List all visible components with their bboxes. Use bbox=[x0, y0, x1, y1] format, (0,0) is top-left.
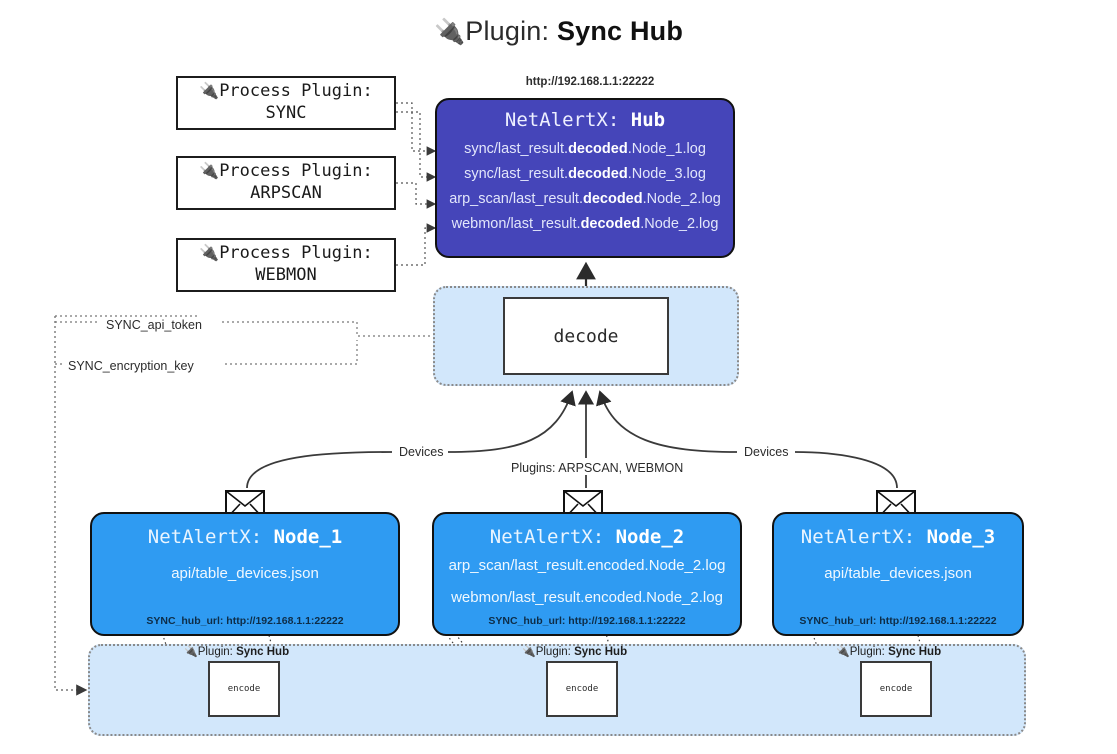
node-3-title: NetAlertX: Node_3 bbox=[800, 526, 996, 548]
plug-icon: 🔌 bbox=[184, 646, 198, 658]
node-3-hub-url: SYNC_hub_url: http://192.168.1.1:22222 bbox=[799, 615, 997, 627]
node-2-payload: arp_scan/last_result.encoded.Node_2.log bbox=[448, 557, 726, 574]
hub-log-line: sync/last_result.decoded.Node_3.log bbox=[464, 166, 706, 182]
plug-icon: 🔌 bbox=[199, 161, 220, 181]
process-plugin-sync-box[interactable]: 🔌Process Plugin: SYNC bbox=[176, 76, 396, 130]
edge-node1-to-decode-a bbox=[246, 451, 393, 489]
encode-box-1[interactable]: encode bbox=[208, 661, 280, 717]
node-3-payload: api/table_devices.json bbox=[824, 565, 972, 582]
node-2-hub-url: SYNC_hub_url: http://192.168.1.1:22222 bbox=[488, 615, 686, 627]
edge-webmon-to-hub-log4 bbox=[396, 223, 437, 266]
plug-icon: 🔌 bbox=[836, 646, 850, 658]
hub-url-label: http://192.168.1.1:22222 bbox=[525, 76, 655, 88]
node-3-box[interactable]: NetAlertX: Node_3 api/table_devices.json… bbox=[772, 512, 1024, 636]
plug-icon: 🔌 bbox=[522, 646, 536, 658]
hub-title-name: Hub bbox=[630, 109, 666, 131]
node-2-payload: webmon/last_result.encoded.Node_2.log bbox=[451, 589, 723, 606]
edge-node3-to-decode-b bbox=[596, 390, 738, 453]
process-plugin-webmon-name: WEBMON bbox=[255, 265, 317, 285]
hub-log-line: webmon/last_result.decoded.Node_2.log bbox=[451, 216, 719, 232]
process-plugin-webmon-label: Process Plugin: bbox=[219, 243, 373, 264]
sync-encryption-key-label: SYNC_encryption_key bbox=[65, 359, 197, 373]
process-plugin-arpscan-name: ARPSCAN bbox=[250, 183, 322, 203]
node-1-title: NetAlertX: Node_1 bbox=[147, 526, 343, 548]
process-plugin-arpscan-label: Process Plugin: bbox=[219, 161, 373, 182]
hub-log-line: sync/last_result.decoded.Node_1.log bbox=[464, 141, 706, 157]
edge-label-plugins: Plugins: ARPSCAN, WEBMON bbox=[508, 461, 687, 475]
encoder-2-plugin-label: 🔌Plugin: Sync Hub bbox=[522, 646, 628, 658]
node-1-payload: api/table_devices.json bbox=[171, 565, 319, 582]
hub-title-prefix: NetAlertX: bbox=[504, 109, 631, 131]
edge-sync-to-hub-log1 bbox=[396, 102, 437, 156]
decode-box[interactable]: decode bbox=[503, 297, 669, 375]
plug-icon: 🔌 bbox=[433, 18, 466, 46]
edge-key-to-decode bbox=[225, 340, 358, 365]
edge-label-devices-right: Devices bbox=[741, 445, 792, 459]
edge-sync-to-hub-log2 bbox=[396, 111, 437, 182]
process-plugin-sync-name: SYNC bbox=[265, 103, 307, 123]
hub-log-line: arp_scan/last_result.decoded.Node_2.log bbox=[449, 191, 721, 207]
encode-box-3[interactable]: encode bbox=[860, 661, 932, 717]
edge-node3-to-decode-a bbox=[794, 451, 898, 489]
hub-node[interactable]: NetAlertX: Hub sync/last_result.decoded.… bbox=[435, 98, 735, 258]
process-plugin-arpscan-box[interactable]: 🔌Process Plugin: ARPSCAN bbox=[176, 156, 396, 210]
edge-node1-to-decode-b bbox=[447, 390, 576, 453]
page-title-name: Sync Hub bbox=[556, 16, 684, 46]
encode-box-2[interactable]: encode bbox=[546, 661, 618, 717]
edge-arpscan-to-hub-log3 bbox=[396, 182, 437, 209]
node-2-box[interactable]: NetAlertX: Node_2 arp_scan/last_result.e… bbox=[432, 512, 742, 636]
page-title: 🔌Plugin: Sync Hub bbox=[0, 16, 1117, 47]
process-plugin-sync-label: Process Plugin: bbox=[219, 81, 373, 102]
sync-api-token-label: SYNC_api_token bbox=[103, 318, 205, 332]
process-plugin-webmon-box[interactable]: 🔌Process Plugin: WEBMON bbox=[176, 238, 396, 292]
plug-icon: 🔌 bbox=[199, 243, 220, 263]
node-1-hub-url: SYNC_hub_url: http://192.168.1.1:22222 bbox=[146, 615, 344, 627]
encoder-1-plugin-label: 🔌Plugin: Sync Hub bbox=[184, 646, 290, 658]
encoder-3-plugin-label: 🔌Plugin: Sync Hub bbox=[836, 646, 942, 658]
node-1-box[interactable]: NetAlertX: Node_1 api/table_devices.json… bbox=[90, 512, 400, 636]
plug-icon: 🔌 bbox=[199, 81, 220, 101]
hub-title: NetAlertX: Hub bbox=[437, 109, 733, 131]
node-2-title: NetAlertX: Node_2 bbox=[489, 526, 685, 548]
edge-label-devices-left: Devices bbox=[396, 445, 447, 459]
page-title-prefix: Plugin: bbox=[465, 16, 557, 46]
